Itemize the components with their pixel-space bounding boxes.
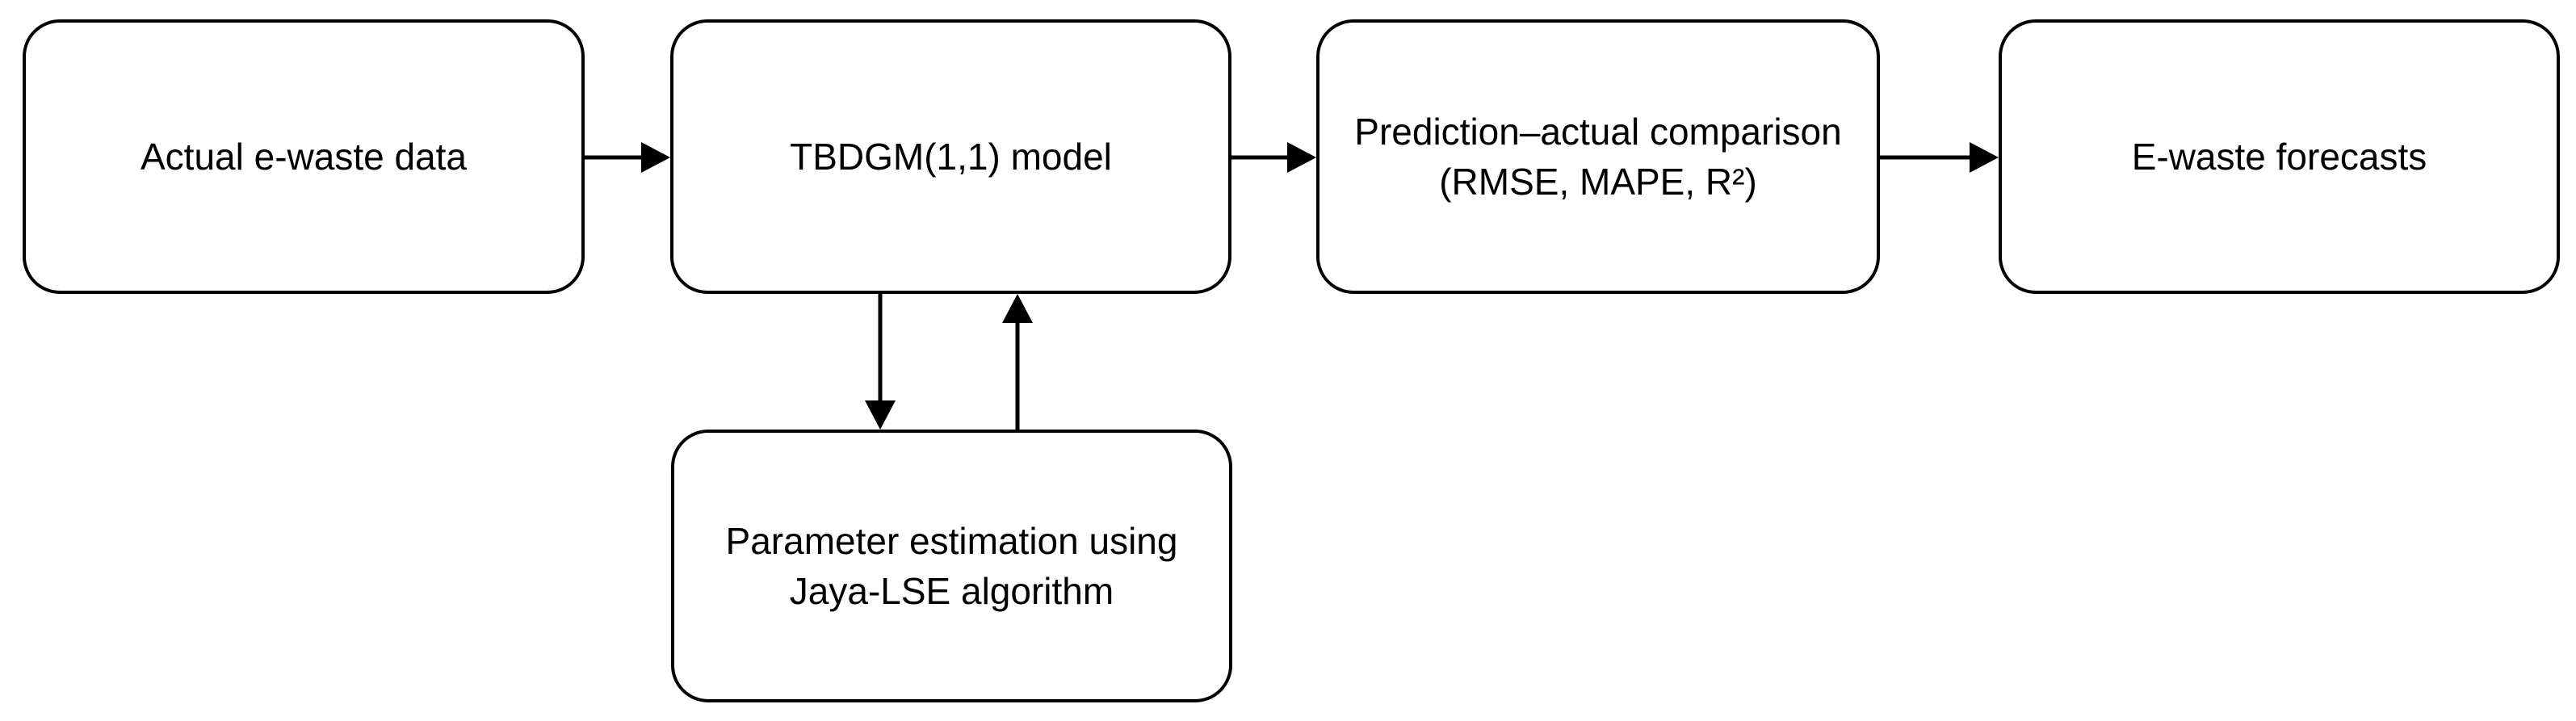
node-actual-e-waste-data: Actual e-waste data (23, 19, 585, 294)
node-prediction-actual-comparison-line1: Prediction–actual comparison (1354, 110, 1842, 153)
arrow-model-to-comparison-icon (1231, 142, 1316, 173)
node-prediction-actual-comparison-label: Prediction–actual comparison (RMSE, MAPE… (1354, 107, 1841, 207)
node-parameter-estimation-line1: Parameter estimation using (725, 519, 1178, 562)
arrow-parameter-estimation-to-model-icon (1002, 294, 1033, 430)
node-prediction-actual-comparison: Prediction–actual comparison (RMSE, MAPE… (1316, 19, 1880, 294)
node-prediction-actual-comparison-line2: (RMSE, MAPE, R²) (1439, 161, 1757, 203)
arrow-actual-data-to-model-icon (585, 142, 670, 173)
node-e-waste-forecasts: E-waste forecasts (1999, 19, 2560, 294)
arrow-comparison-to-forecasts-icon (1880, 142, 1999, 173)
node-e-waste-forecasts-label: E-waste forecasts (2131, 135, 2427, 178)
node-parameter-estimation-line2: Jaya-LSE algorithm (789, 570, 1114, 612)
node-tbdgm-model-label: TBDGM(1,1) model (790, 135, 1112, 178)
arrow-model-to-parameter-estimation-icon (865, 294, 896, 430)
node-parameter-estimation-label: Parameter estimation using Jaya-LSE algo… (726, 516, 1178, 616)
node-parameter-estimation: Parameter estimation using Jaya-LSE algo… (671, 430, 1232, 702)
node-tbdgm-model: TBDGM(1,1) model (670, 19, 1231, 294)
node-actual-e-waste-data-label: Actual e-waste data (140, 135, 467, 178)
